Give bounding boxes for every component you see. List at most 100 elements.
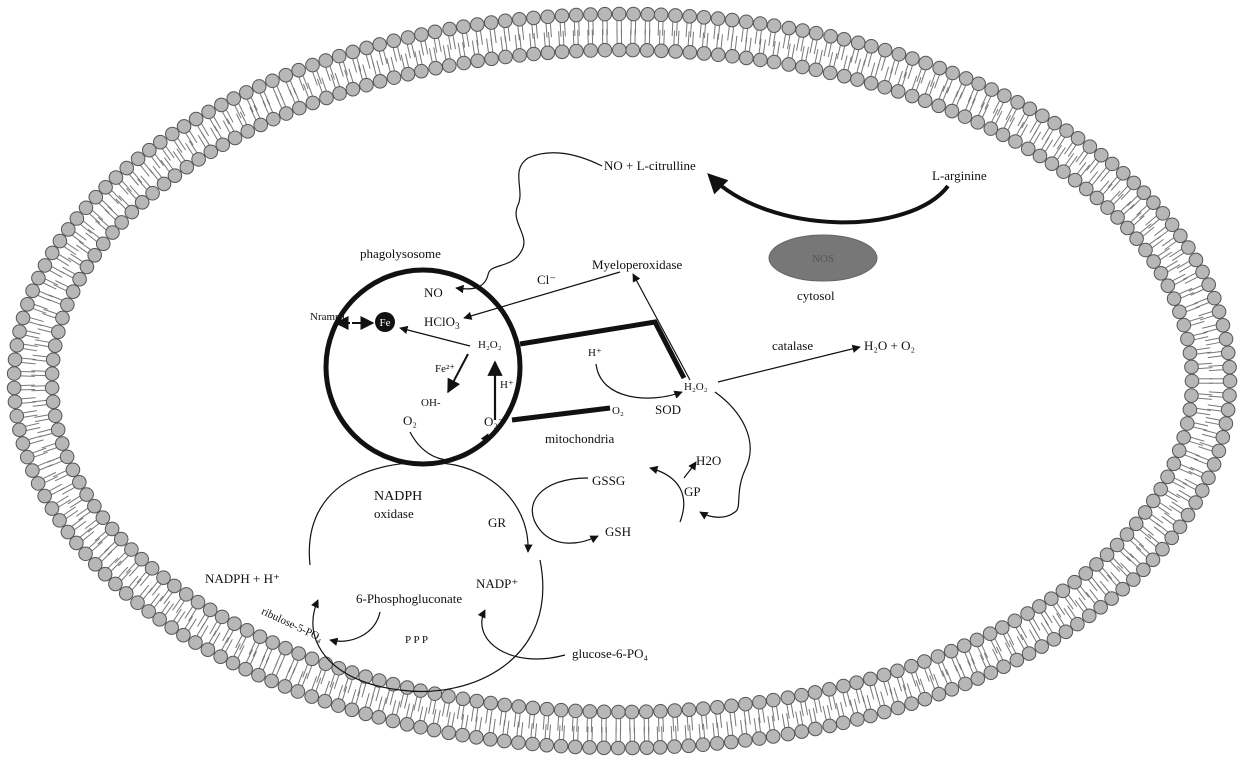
mitochondria-label: mitochondria: [545, 431, 615, 446]
lipid-head: [569, 8, 583, 22]
lipid-head: [415, 28, 429, 42]
lipid-tail: [841, 702, 844, 716]
lipid-tail: [392, 700, 395, 714]
lipid-head: [60, 450, 74, 464]
lipid-tail: [452, 713, 454, 727]
lipid-head: [1167, 292, 1181, 306]
nadph-h-label: NADPH + H⁺: [205, 571, 280, 586]
lipid-tail: [763, 40, 765, 54]
lipid-head: [1167, 457, 1181, 471]
lipid-head: [7, 367, 21, 381]
lipid-head: [1059, 625, 1073, 639]
sod-catalase: O₂ mitochondria H⁺ SOD H₂O₂ catalase H₂O…: [545, 338, 915, 517]
lipid-tail: [493, 719, 495, 733]
lipid-head: [99, 180, 113, 194]
lipid-tail: [518, 26, 519, 40]
lipid-head: [254, 118, 268, 132]
lipid-head: [1219, 417, 1233, 431]
l-arginine-to-no-arrow: [710, 176, 948, 222]
lipid-tail: [250, 651, 256, 664]
lipid-tail: [1198, 394, 1212, 395]
lipid-tail: [490, 710, 492, 724]
lipid-head: [1154, 266, 1168, 280]
lipid-tail: [448, 712, 450, 726]
lipid-tail: [253, 644, 259, 657]
lipid-tail: [678, 31, 679, 45]
lipid-tail: [308, 83, 313, 96]
lipid-head: [1101, 201, 1115, 215]
lipid-tail: [529, 714, 530, 728]
lipid-head: [16, 311, 30, 325]
lipid-tail: [1209, 365, 1223, 366]
lipid-tail: [275, 654, 280, 667]
lipid-tail: [925, 80, 930, 93]
hclo-label: HClO3: [424, 314, 460, 331]
lipid-head: [319, 657, 333, 671]
lipid-tail: [519, 714, 520, 728]
lipid-tail: [302, 673, 307, 686]
lipid-tail: [373, 62, 377, 76]
lipid-tail: [895, 61, 899, 74]
lipid-head: [739, 697, 753, 711]
lipid-tail: [280, 94, 285, 107]
lipid-head: [739, 15, 753, 29]
lipid-tail: [515, 35, 516, 49]
lipid-head: [540, 738, 554, 752]
lipid-head: [279, 107, 293, 121]
lipid-head: [415, 64, 429, 78]
lipid-head: [177, 628, 191, 642]
lipid-tail: [251, 98, 257, 111]
lipid-tail: [677, 22, 678, 36]
lipid-tail: [377, 61, 381, 75]
lipid-head: [1116, 582, 1130, 596]
lipid-head: [1035, 640, 1049, 654]
lipid-tail: [1194, 299, 1207, 304]
lipid-head: [252, 80, 266, 94]
lipid-tail: [508, 27, 510, 41]
o2-inner-label: O₂: [403, 413, 417, 428]
lipid-tail: [1185, 455, 1198, 460]
lipid-tail: [414, 697, 417, 711]
lipid-tail: [574, 22, 575, 36]
lipid-tail: [706, 715, 707, 729]
lipid-head: [1011, 96, 1025, 110]
lipid-head: [1173, 305, 1187, 319]
lipid-tail: [959, 664, 964, 677]
lipid-head: [946, 66, 960, 80]
lipid-tail: [276, 95, 281, 108]
gsh-label: GSH: [605, 524, 631, 539]
lipid-tail: [35, 305, 48, 310]
lipid-tail: [38, 329, 52, 333]
lipid-tail: [851, 49, 854, 63]
lipid-tail: [293, 661, 298, 674]
lipid-tail: [815, 49, 818, 63]
lipid-head: [109, 171, 123, 185]
lipid-tail: [453, 35, 455, 49]
lipid-head: [513, 12, 527, 26]
lipid-tail: [564, 726, 565, 740]
lipid-tail: [573, 726, 574, 740]
lipid-tail: [405, 53, 408, 67]
lipid-tail: [714, 25, 715, 39]
lipid-head: [56, 311, 70, 325]
lipid-tail: [968, 660, 974, 673]
lipid-tail: [1202, 325, 1216, 328]
lipid-head: [470, 731, 484, 745]
lipid-head: [683, 46, 697, 60]
lipid-tail: [833, 695, 836, 709]
lipid-tail: [30, 440, 43, 444]
lipid-tail: [1196, 303, 1209, 308]
lipid-tail: [677, 717, 678, 731]
lipid-head: [1181, 332, 1195, 346]
lipid-tail: [391, 57, 394, 71]
lipid-head: [13, 325, 27, 339]
lipid-head: [526, 737, 540, 751]
lipid-tail: [514, 713, 515, 727]
lipid-tail: [783, 34, 785, 48]
lipid-head: [597, 741, 611, 755]
lipid-head: [189, 636, 203, 650]
lipid-head: [215, 98, 229, 112]
lipid-head: [387, 34, 401, 48]
lipid-tail: [531, 723, 532, 737]
